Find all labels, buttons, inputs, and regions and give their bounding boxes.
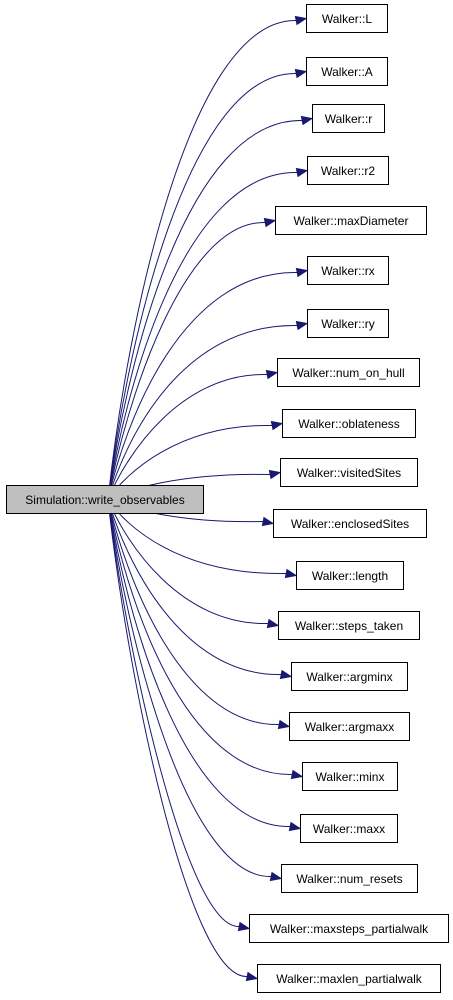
target-node[interactable]: Walker::r2: [307, 156, 389, 185]
source-node-label: Simulation::write_observables: [25, 492, 185, 507]
target-node-label: Walker::A: [321, 64, 373, 79]
arrowhead-icon: [277, 719, 291, 730]
target-node-label: Walker::argmaxx: [304, 719, 395, 734]
target-node[interactable]: Walker::maxx: [300, 814, 398, 843]
arrowhead-icon: [237, 921, 251, 932]
target-node[interactable]: Walker::L: [306, 4, 388, 33]
target-node[interactable]: Walker::rx: [307, 256, 389, 285]
arrowhead-icon: [288, 821, 302, 832]
target-node[interactable]: Walker::num_resets: [281, 864, 418, 893]
target-node[interactable]: Walker::oblateness: [282, 409, 416, 438]
arrowhead-icon: [263, 217, 277, 228]
target-node[interactable]: Walker::maxsteps_partialwalk: [249, 914, 449, 943]
target-node[interactable]: Walker::maxDiameter: [275, 206, 427, 235]
target-node-label: Walker::r: [324, 111, 373, 126]
target-node-label: Walker::ry: [321, 316, 375, 331]
call-edge: [107, 499, 280, 726]
target-node[interactable]: Walker::minx: [302, 762, 398, 791]
target-node[interactable]: Walker::visitedSites: [280, 458, 418, 487]
target-node[interactable]: Walker::argminx: [291, 662, 408, 691]
arrowhead-icon: [268, 469, 282, 480]
call-edge: [107, 221, 266, 500]
target-node[interactable]: Walker::enclosedSites: [273, 509, 427, 538]
target-node-label: Walker::maxx: [312, 821, 386, 836]
target-node[interactable]: Walker::ry: [307, 309, 389, 338]
target-node[interactable]: Walker::A: [306, 57, 388, 86]
arrowhead-icon: [290, 769, 304, 780]
call-edge: [107, 19, 297, 500]
target-node-label: Walker::oblateness: [298, 416, 400, 431]
call-edge: [107, 499, 269, 625]
call-edge: [107, 72, 297, 500]
call-edge: [107, 499, 272, 878]
target-node-label: Walker::visitedSites: [296, 465, 402, 480]
target-node[interactable]: Walker::steps_taken: [278, 611, 420, 640]
arrowhead-icon: [265, 369, 279, 380]
target-node-label: Walker::L: [321, 11, 373, 26]
call-edge: [107, 499, 282, 676]
call-edge: [107, 373, 268, 500]
target-node[interactable]: Walker::argmaxx: [289, 712, 410, 741]
call-edge: [107, 499, 240, 928]
target-node-label: Walker::maxDiameter: [293, 213, 409, 228]
arrowhead-icon: [269, 871, 283, 882]
arrowhead-icon: [279, 669, 293, 680]
target-node-label: Walker::maxlen_partialwalk: [276, 971, 422, 986]
call-edge: [107, 499, 248, 978]
arrowhead-icon: [294, 68, 308, 79]
call-edge: [107, 324, 298, 500]
arrowhead-icon: [300, 115, 314, 126]
arrowhead-icon: [294, 15, 308, 26]
call-edge: [107, 119, 303, 500]
source-node: Simulation::write_observables: [6, 485, 204, 514]
target-node-label: Walker::minx: [315, 769, 385, 784]
arrowhead-icon: [295, 167, 309, 178]
target-node[interactable]: Walker::num_on_hull: [277, 358, 420, 387]
arrowhead-icon: [284, 568, 298, 579]
target-node-label: Walker::rx: [321, 263, 375, 278]
call-edge: [107, 499, 291, 828]
arrowhead-icon: [245, 971, 259, 982]
target-node[interactable]: Walker::length: [296, 561, 404, 590]
target-node-label: Walker::argminx: [306, 669, 393, 684]
target-node-label: Walker::num_on_hull: [292, 365, 405, 380]
target-node[interactable]: Walker::r: [312, 104, 385, 133]
arrowhead-icon: [270, 420, 284, 431]
call-edge: [107, 499, 293, 776]
call-edge: [107, 271, 298, 500]
target-node-label: Walker::num_resets: [296, 871, 403, 886]
target-node-label: Walker::maxsteps_partialwalk: [269, 921, 429, 936]
arrowhead-icon: [266, 618, 280, 629]
target-node-label: Walker::length: [311, 568, 389, 583]
arrowhead-icon: [261, 516, 275, 527]
target-node-label: Walker::r2: [320, 163, 376, 178]
target-node-label: Walker::enclosedSites: [290, 516, 410, 531]
target-node-label: Walker::steps_taken: [294, 618, 404, 633]
arrowhead-icon: [295, 320, 309, 331]
call-edge: [107, 171, 298, 500]
target-node[interactable]: Walker::maxlen_partialwalk: [257, 964, 441, 993]
arrowhead-icon: [295, 267, 309, 278]
